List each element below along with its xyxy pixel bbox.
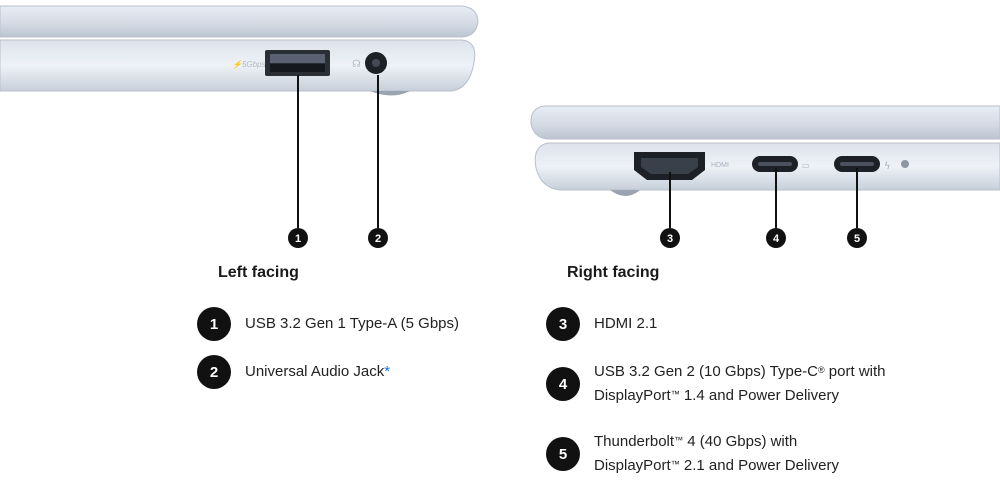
legend-badge-1: 1 [197, 307, 231, 341]
left-facing-title: Left facing [218, 264, 299, 281]
usb-a-port [265, 50, 330, 76]
displayport-icon: ▭ [802, 161, 810, 170]
callout-1: 1 [288, 228, 308, 248]
legend-badge-5: 5 [546, 437, 580, 471]
callout-4: 4 [766, 228, 786, 248]
headphone-icon: ☊ [352, 59, 361, 70]
right-laptop-side: HDMI ▭ ϟ [530, 105, 1000, 228]
right-facing-title: Right facing [567, 264, 660, 281]
legend-text-5: Thunderbolt™ 4 (40 Gbps) with DisplayPor… [594, 433, 839, 474]
svg-text:5: 5 [854, 233, 860, 245]
legend-badge-4: 4 [546, 367, 580, 401]
callout-5: 5 [847, 228, 867, 248]
callout-3: 3 [660, 228, 680, 248]
footnote-asterisk: * [384, 363, 391, 380]
hdmi-label: HDMI [711, 162, 729, 169]
svg-text:1: 1 [295, 233, 301, 245]
svg-text:3: 3 [667, 233, 673, 245]
legend-text-1: USB 3.2 Gen 1 Type-A (5 Gbps) [245, 315, 459, 332]
legend-text-4: USB 3.2 Gen 2 (10 Gbps) Type-C® port wit… [594, 363, 886, 404]
legend-badge-3: 3 [546, 307, 580, 341]
usb-speed-label: ⚡5Gbps [232, 59, 266, 69]
left-laptop-side: ⚡5Gbps ☊ [0, 5, 479, 228]
status-led [901, 160, 909, 168]
audio-jack: ☊ [352, 52, 387, 74]
legend-badge-2: 2 [197, 355, 231, 389]
legend-text-2: Universal Audio Jack* [245, 363, 391, 380]
callout-2: 2 [368, 228, 388, 248]
thunderbolt-icon: ϟ [884, 161, 891, 172]
svg-text:2: 2 [375, 233, 381, 245]
legend-text-3: HDMI 2.1 [594, 315, 658, 332]
svg-text:4: 4 [773, 233, 780, 245]
